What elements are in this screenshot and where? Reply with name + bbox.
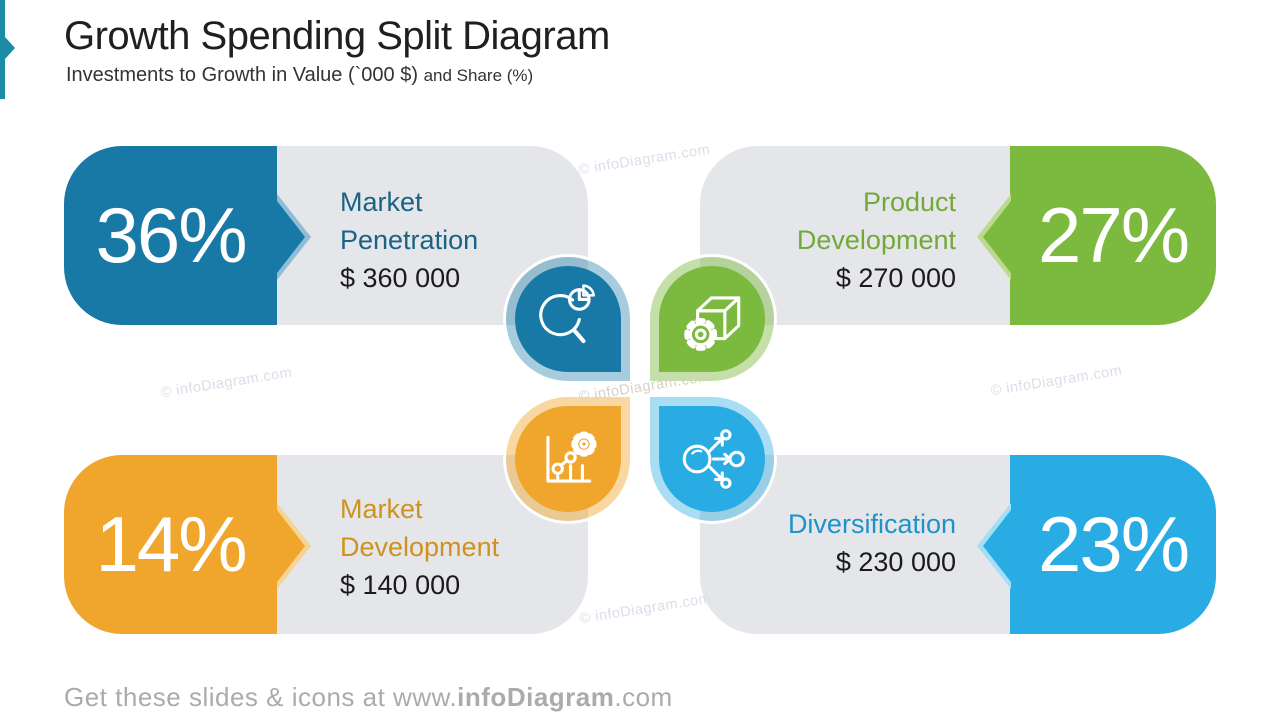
label-value: $ 360 000 (340, 263, 461, 293)
market-penetration-share-block: 36% (64, 146, 277, 325)
diversification-teardrop (650, 397, 774, 521)
page-subtitle: Investments to Growth in Value (`000 $) … (66, 64, 533, 87)
market-development-label: Market Development $ 140 000 (340, 490, 499, 604)
watermark: © infoDiagram.com (577, 141, 712, 179)
footer-promo: Get these slides & icons at www.infoDiag… (64, 682, 673, 713)
footer-suffix: .com (614, 682, 673, 712)
label-value: $ 230 000 (835, 547, 956, 577)
chevron-left-cyan-icon (977, 503, 1011, 589)
chevron-right-blue-icon (277, 194, 311, 280)
footer-brand: infoDiagram (457, 682, 615, 712)
label-line2: Penetration (340, 225, 479, 255)
watermark: © infoDiagram.com (159, 364, 294, 402)
watermark: © infoDiagram.com (989, 362, 1124, 400)
product-development-label: Product Development $ 270 000 (797, 183, 956, 297)
market-penetration-share: 36% (95, 191, 247, 279)
growth-chart-gear-icon (515, 406, 621, 512)
label-value: $ 140 000 (340, 570, 461, 600)
chevron-left-green-icon (977, 194, 1011, 280)
magnifier-pie-chart-icon (515, 266, 621, 372)
subtitle-main: Investments to Growth in Value (`000 $) (66, 64, 419, 86)
watermark: © infoDiagram.com (578, 590, 713, 628)
branching-arrows-icon (659, 406, 765, 512)
subtitle-small: and Share (%) (423, 66, 534, 85)
label-line1: Market (340, 187, 423, 217)
diversification-share-block: 23% (1010, 455, 1216, 634)
label-line1: Product (862, 187, 956, 217)
label-line2: Development (340, 532, 500, 562)
page-title: Growth Spending Split Diagram (64, 14, 610, 58)
accent-arrow-icon (5, 37, 15, 59)
chevron-right-orange-icon (277, 503, 311, 589)
label-line2: Development (796, 225, 956, 255)
accent-bar (0, 0, 5, 99)
market-penetration-teardrop (506, 257, 630, 381)
market-development-share-block: 14% (64, 455, 277, 634)
market-penetration-label: Market Penetration $ 360 000 (340, 183, 478, 297)
label-value: $ 270 000 (835, 263, 956, 293)
market-development-share: 14% (95, 500, 247, 588)
footer-prefix: Get these slides & icons at www. (64, 682, 458, 712)
cube-gear-icon (659, 266, 765, 372)
product-development-share: 27% (1037, 191, 1190, 279)
diversification-label: Diversification $ 230 000 (788, 505, 956, 581)
product-development-teardrop (650, 257, 774, 381)
label-line1: Market (340, 494, 423, 524)
label-line1: Diversification (787, 509, 956, 539)
product-development-share-block: 27% (1010, 146, 1216, 325)
diversification-share: 23% (1037, 500, 1190, 588)
market-development-teardrop (506, 397, 630, 521)
